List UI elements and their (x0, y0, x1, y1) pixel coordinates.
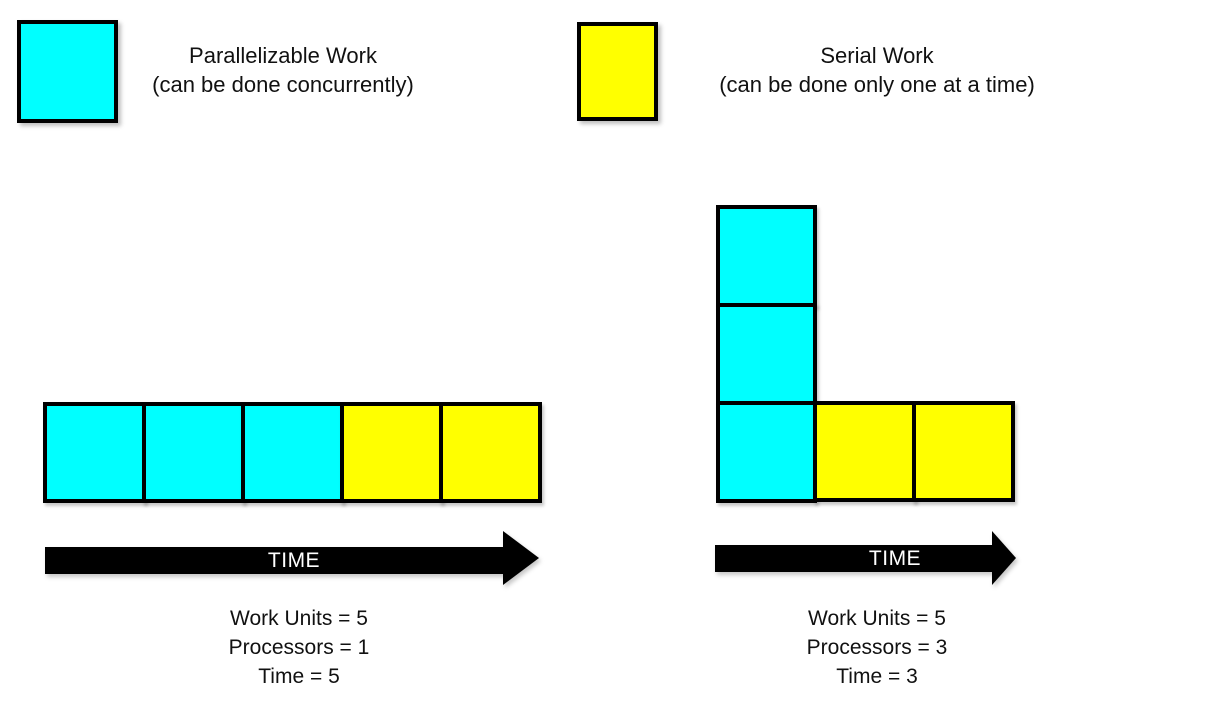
serial-work-subtitle: (can be done only one at a time) (719, 72, 1035, 97)
time-arrow-right: TIME (715, 531, 1016, 585)
work-unit-cell-yellow (439, 402, 542, 503)
time-arrow-right-label: TIME (868, 547, 922, 570)
time-arrow-left-label: TIME (267, 549, 321, 572)
stat-processors: Processors = 1 (228, 636, 370, 659)
work-unit-cell-cyan (142, 402, 245, 503)
arrow-head-icon (992, 531, 1016, 585)
work-unit-cell-cyan (716, 303, 817, 405)
stat-work-units: Work Units = 5 (230, 607, 368, 630)
stat-time: Time = 3 (836, 665, 918, 688)
stat-work-units: Work Units = 5 (808, 607, 946, 630)
work-unit-cell-yellow (813, 401, 916, 502)
work-unit-cell-cyan (241, 402, 344, 503)
serial-work-legend: Serial Work (can be done only one at a t… (697, 41, 1057, 99)
stat-time: Time = 5 (258, 665, 340, 688)
single-processor-stats: Work Units = 5 Processors = 1 Time = 5 (149, 604, 449, 691)
work-unit-cell-yellow (340, 402, 443, 503)
parallelizable-work-title: Parallelizable Work (189, 43, 377, 68)
work-unit-cell-cyan (716, 401, 817, 503)
multi-processor-stats: Work Units = 5 Processors = 3 Time = 3 (727, 604, 1027, 691)
serial-work-title: Serial Work (820, 43, 934, 68)
multi-processor-work-column (716, 205, 817, 503)
parallelizable-work-swatch (17, 20, 118, 123)
work-unit-cell-cyan (43, 402, 146, 503)
arrow-head-icon (503, 531, 539, 585)
single-processor-work-row (43, 402, 542, 503)
work-unit-cell-cyan (716, 205, 817, 307)
parallelizable-work-legend: Parallelizable Work (can be done concurr… (133, 41, 433, 99)
parallelizable-work-subtitle: (can be done concurrently) (152, 72, 414, 97)
multi-processor-work-row (813, 401, 1015, 502)
serial-work-swatch (577, 22, 658, 121)
time-arrow-left-shaft (45, 547, 503, 574)
stat-processors: Processors = 3 (806, 636, 948, 659)
time-arrow-right-shaft (715, 545, 992, 572)
time-arrow-left: TIME (45, 531, 539, 585)
work-unit-cell-yellow (912, 401, 1015, 502)
